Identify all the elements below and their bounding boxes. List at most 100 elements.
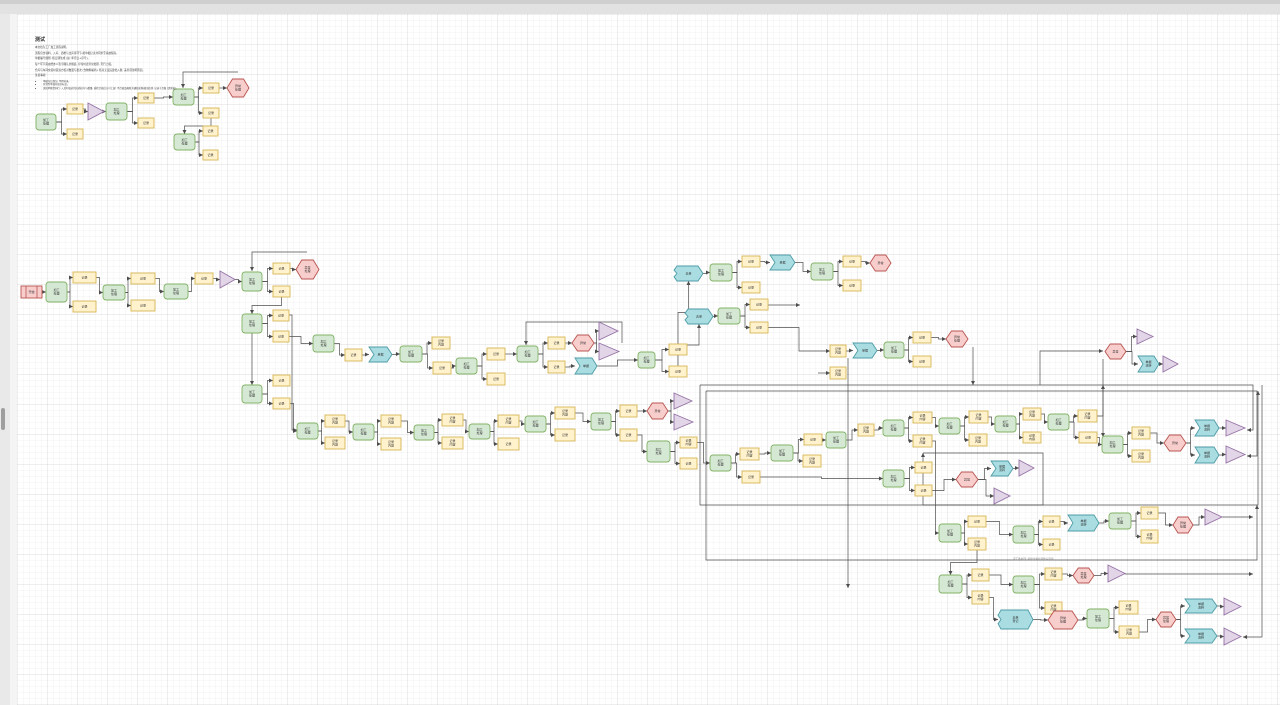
flow-node-box-y69[interactable] (971, 590, 990, 605)
flow-node-box-y20[interactable] (741, 281, 761, 294)
flow-node-box-m13[interactable] (202, 125, 219, 137)
flow-node-tri-t2[interactable] (598, 321, 620, 341)
flow-node-proc-g5[interactable] (241, 313, 263, 334)
flow-node-proc-g3[interactable] (163, 283, 189, 300)
flow-node-hex-h11[interactable] (1047, 610, 1079, 630)
flow-node-tri-t13[interactable] (1107, 564, 1127, 583)
flow-node-hex-h2[interactable] (571, 334, 595, 352)
flow-node-box-y40[interactable] (679, 457, 698, 470)
flow-node-banner-b2[interactable] (684, 308, 714, 325)
flow-node-box-y16[interactable] (547, 360, 566, 374)
flow-node-step-c5[interactable] (1194, 446, 1220, 464)
flow-node-box-y48[interactable] (968, 410, 989, 424)
flow-node-box-m9[interactable] (202, 82, 220, 94)
flow-node-step-c3[interactable] (769, 254, 796, 271)
flow-node-proc-g7[interactable] (399, 345, 423, 363)
flow-node-box-m7[interactable] (137, 117, 155, 129)
flow-node-hex-h6[interactable] (945, 330, 969, 348)
flow-node-proc-g1[interactable] (45, 281, 68, 303)
flow-node-proc-m12[interactable] (173, 133, 196, 151)
flow-node-box-y44[interactable] (802, 454, 822, 468)
flow-node-box-y56[interactable] (829, 344, 847, 358)
flow-node-box-y14[interactable] (486, 372, 506, 386)
flow-node-hex-m10[interactable] (226, 78, 250, 98)
flow-node-proc-g8[interactable] (455, 357, 478, 375)
flow-node-box-y35[interactable] (554, 406, 576, 420)
flow-node-hex-h4[interactable] (646, 402, 669, 420)
flow-node-box-y36[interactable] (554, 428, 576, 442)
flow-node-box-y53[interactable] (1078, 431, 1098, 444)
flow-node-box-y45[interactable] (857, 423, 875, 437)
flow-node-proc-g28[interactable] (1047, 413, 1070, 431)
flow-node-box-y63[interactable] (967, 537, 987, 551)
flow-node-hex-h10[interactable] (1072, 567, 1095, 584)
flow-node-hex-h7[interactable] (1104, 343, 1127, 360)
flow-node-box-y12[interactable] (432, 361, 452, 375)
flow-node-box-y34[interactable] (497, 437, 520, 451)
flow-node-box-y66[interactable] (1140, 506, 1159, 520)
flow-node-box-y42[interactable] (741, 470, 761, 484)
flow-node-proc-g12[interactable] (810, 262, 834, 281)
flow-node-step-c10[interactable] (1184, 598, 1218, 614)
flow-node-tri-t12[interactable] (1204, 508, 1224, 526)
flow-node-box-m6[interactable] (137, 92, 155, 104)
flow-node-tri-t8[interactable] (1136, 328, 1155, 345)
flow-node-step-c8[interactable] (990, 460, 1014, 477)
flow-node-box-y11[interactable] (431, 336, 451, 350)
flow-node-box-y54[interactable] (1131, 426, 1151, 440)
flow-node-proc-g31[interactable] (938, 523, 962, 543)
flow-node-box-y33[interactable] (497, 414, 520, 428)
flow-node-box-y23[interactable] (749, 298, 769, 311)
flow-node-box-y7[interactable] (272, 285, 291, 298)
flow-node-box-y49[interactable] (968, 433, 988, 447)
flow-node-hex-h8[interactable] (955, 471, 979, 488)
flow-node-box-y2[interactable] (72, 300, 97, 313)
flow-node-box-y37[interactable] (619, 404, 638, 418)
flow-node-proc-g21[interactable] (646, 440, 671, 463)
flow-node-box-y24[interactable] (749, 321, 769, 334)
flow-node-proc-g4[interactable] (241, 271, 263, 292)
flow-node-box-y52[interactable] (1077, 409, 1098, 423)
flow-node-proc-m8[interactable] (172, 88, 195, 106)
flow-node-box-y41[interactable] (739, 447, 760, 461)
flow-node-proc-g29[interactable] (1101, 435, 1124, 454)
flow-node-proc-g19[interactable] (524, 415, 547, 433)
flow-node-tri-t1[interactable] (219, 270, 236, 289)
flow-node-proc-g9[interactable] (516, 345, 539, 363)
flow-node-box-y10[interactable] (344, 348, 363, 362)
flow-node-box-y32[interactable] (441, 436, 464, 450)
flow-node-proc-g32[interactable] (1012, 525, 1035, 544)
flow-node-hex-h9[interactable] (1172, 516, 1194, 534)
flow-node-proc-g24[interactable] (825, 431, 847, 449)
flow-node-banner-b3[interactable] (997, 609, 1034, 630)
flow-node-box-y21[interactable] (842, 255, 862, 268)
flow-node-proc-g33[interactable] (1108, 512, 1132, 530)
flow-node-box-y8[interactable] (272, 309, 290, 322)
flow-node-box-y27[interactable] (324, 414, 346, 428)
flow-node-box-y38[interactable] (619, 428, 638, 442)
flow-node-box-m3[interactable] (66, 128, 84, 140)
flow-node-tri-t15[interactable] (1223, 627, 1243, 646)
flow-node-tri-t11[interactable] (993, 487, 1012, 505)
flow-node-proc-g27[interactable] (994, 415, 1017, 433)
flow-node-step-c7[interactable] (1137, 355, 1160, 373)
flow-node-box-y22[interactable] (842, 279, 862, 292)
flow-node-box-y31[interactable] (441, 413, 464, 427)
flow-node-proc-g23[interactable] (770, 444, 794, 462)
flow-node-tri-t14[interactable] (1223, 597, 1243, 616)
flow-node-box-y15[interactable] (547, 336, 566, 350)
flow-node-tri-t7[interactable] (1225, 445, 1247, 464)
flow-node-box-y25[interactable] (272, 374, 291, 387)
flow-node-proc-m5[interactable] (105, 102, 128, 121)
flow-node-proc-g36[interactable] (1086, 608, 1110, 629)
flow-node-tri-m4[interactable] (87, 102, 105, 121)
flow-node-proc-g10[interactable] (637, 351, 656, 369)
flow-node-step-c2[interactable] (574, 357, 598, 375)
flow-node-box-y68[interactable] (971, 568, 990, 582)
flow-node-box-y5[interactable] (194, 272, 214, 285)
flow-node-box-y19[interactable] (741, 255, 761, 268)
flow-node-hex-h1[interactable] (295, 259, 320, 280)
flow-node-proc-g17[interactable] (413, 424, 435, 441)
flow-node-box-y58[interactable] (912, 355, 932, 368)
flow-node-box-y72[interactable] (1118, 600, 1139, 615)
